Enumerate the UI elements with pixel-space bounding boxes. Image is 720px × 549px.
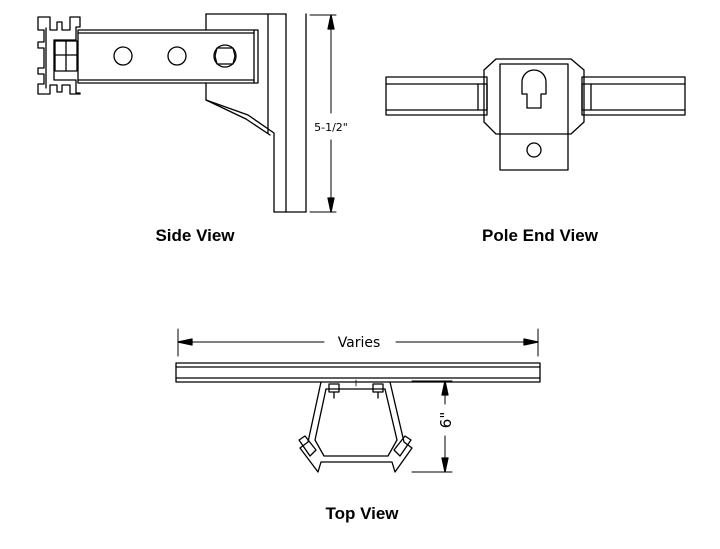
varies-arrow-right	[524, 339, 538, 345]
end-bolt-hole	[527, 143, 541, 157]
end-strut-left	[386, 77, 487, 115]
arm-hole-1	[114, 47, 132, 65]
depth-arrow-up	[442, 381, 448, 395]
top-side-bolt-right	[394, 436, 411, 456]
arm-hole-2	[168, 47, 186, 65]
top-view: Varies 6"	[176, 329, 540, 472]
top-side-bolt-left	[299, 436, 316, 456]
depth-arrow-down	[442, 458, 448, 472]
strut-profile	[38, 17, 80, 94]
bracket-slope-inner	[206, 100, 270, 135]
end-strut-right	[582, 77, 685, 115]
end-strut-clip-left	[478, 84, 487, 110]
bolt-hex	[215, 48, 235, 64]
top-nut-left	[329, 384, 339, 392]
bracket-slope	[206, 83, 274, 212]
top-bracket-inner	[315, 389, 397, 456]
dim-arrow-down	[328, 198, 334, 212]
top-depth-dimension: 6"	[437, 412, 455, 428]
end-strut-clip-right	[582, 84, 591, 110]
side-view-title: Side View	[155, 226, 235, 245]
bolt-head	[214, 45, 236, 67]
side-height-dimension: 5-1/2"	[314, 121, 348, 134]
top-bracket-outline	[300, 382, 412, 472]
end-bracket-plate	[500, 64, 568, 170]
pole-end-view	[386, 59, 685, 170]
dim-arrow-up	[328, 15, 334, 29]
top-length-dimension: Varies	[338, 335, 381, 351]
keyhole-slot	[522, 70, 546, 108]
side-view: 5-1/2"	[38, 14, 348, 212]
end-bracket-outline	[484, 59, 584, 134]
top-nut-right	[373, 384, 383, 392]
pole-end-view-title: Pole End View	[482, 226, 598, 245]
varies-arrow-left	[178, 339, 192, 345]
top-view-title: Top View	[325, 504, 399, 523]
arm-plate	[78, 30, 258, 83]
top-strut-bar	[176, 363, 540, 382]
